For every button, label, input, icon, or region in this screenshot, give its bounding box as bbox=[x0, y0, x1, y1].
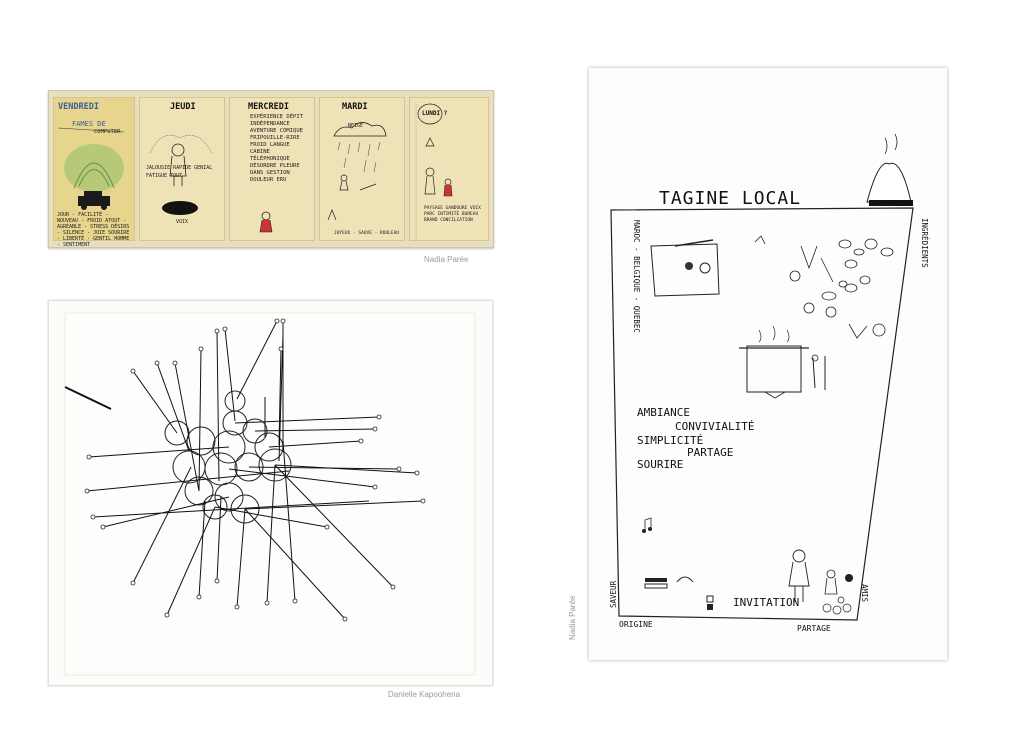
strip-frame-friday: VENDREDI FAMES DE COMPUTER JOUR - FACILI… bbox=[53, 97, 135, 248]
thursday-drawing bbox=[149, 134, 213, 215]
tuesday-drawing bbox=[327, 122, 387, 221]
tagine-word-2: CONVIVIALITÉ bbox=[675, 420, 755, 433]
tuesday-word: NEIGE bbox=[348, 123, 364, 129]
network-svg bbox=[64, 312, 476, 676]
network-drawing bbox=[48, 300, 493, 686]
thursday-bottom: VOIX bbox=[176, 219, 189, 225]
day-label-tuesday: MARDI bbox=[342, 102, 368, 112]
tagine-svg bbox=[610, 133, 914, 621]
day-label-thursday: JEUDI bbox=[170, 102, 196, 112]
wednesday-drawing bbox=[259, 211, 273, 233]
comic-strip: VENDREDI FAMES DE COMPUTER JOUR - FACILI… bbox=[48, 90, 494, 248]
tagine-right-bottom-vertical: AMIS bbox=[860, 584, 869, 603]
wednesday-words: EXPÉRIENCE DÉPIT INDÉPENDANCE AVENTURE C… bbox=[250, 114, 303, 183]
friday-sub: COMPUTER bbox=[94, 129, 121, 135]
monday-drawing bbox=[415, 102, 453, 240]
tagine-left-bottom-vertical: SAVEUR bbox=[609, 580, 618, 608]
network-credit: Danielle Kapoohena bbox=[388, 690, 461, 699]
strip-frame-thursday: JEUDI JALOUSIE RAPIDE GENIAL FATIGUE TOU… bbox=[139, 97, 225, 241]
day-label-monday: LUNDI ? bbox=[422, 110, 448, 117]
friday-drawing bbox=[54, 98, 134, 240]
tagine-word-3: SIMPLICITÉ bbox=[637, 434, 704, 447]
tagine-bottom-left: ORIGINE bbox=[619, 620, 653, 629]
strip-frame-tuesday: MARDI NEIGE JOYEUX - SAUVE - ROULEAU bbox=[319, 97, 405, 241]
strip-frame-monday: LUNDI ? PAYSAGE GANDOURE VOIX PARC INTIM… bbox=[409, 97, 489, 241]
strip-credit: Nadia Parée bbox=[424, 255, 469, 264]
day-label-wednesday: MERCREDI bbox=[248, 102, 289, 112]
tagine-left-vertical: MAROC - BELGIQUE - QUEBEC bbox=[632, 220, 641, 333]
tagine-credit: Nadia Parée bbox=[568, 595, 577, 640]
tuesday-bottom: JOYEUX - SAUVE - ROULEAU bbox=[334, 231, 400, 236]
monday-words: PAYSAGE GANDOURE VOIX PARC INTIMITÉ BURE… bbox=[424, 206, 481, 223]
thursday-words: JALOUSIE RAPIDE GENIAL FATIGUE TOUT bbox=[146, 165, 213, 179]
tagine-bottom-right: PARTAGE bbox=[797, 624, 831, 633]
friday-text: FAMES DE bbox=[72, 120, 106, 128]
tagine-word-4: PARTAGE bbox=[687, 446, 734, 459]
day-label-friday: VENDREDI bbox=[58, 102, 99, 112]
tagine-word-1: AMBIANCE bbox=[637, 406, 690, 419]
friday-bottom-words: JOUR - FACILITÉ - NOUVEAU - FROID ATOUT … bbox=[57, 212, 130, 248]
tagine-title: TAGINE LOCAL bbox=[659, 188, 802, 209]
tagine-right-vertical: INGRÉDIENTS bbox=[920, 218, 929, 268]
strip-frame-wednesday: MERCREDI EXPÉRIENCE DÉPIT INDÉPENDANCE A… bbox=[229, 97, 315, 241]
tagine-word-5: SOURIRE bbox=[637, 458, 684, 471]
tagine-invitation: INVITATION bbox=[733, 596, 800, 609]
tagine-drawing: TAGINE LOCAL MAROC - BELGIQUE - QUEBEC I… bbox=[589, 68, 947, 660]
